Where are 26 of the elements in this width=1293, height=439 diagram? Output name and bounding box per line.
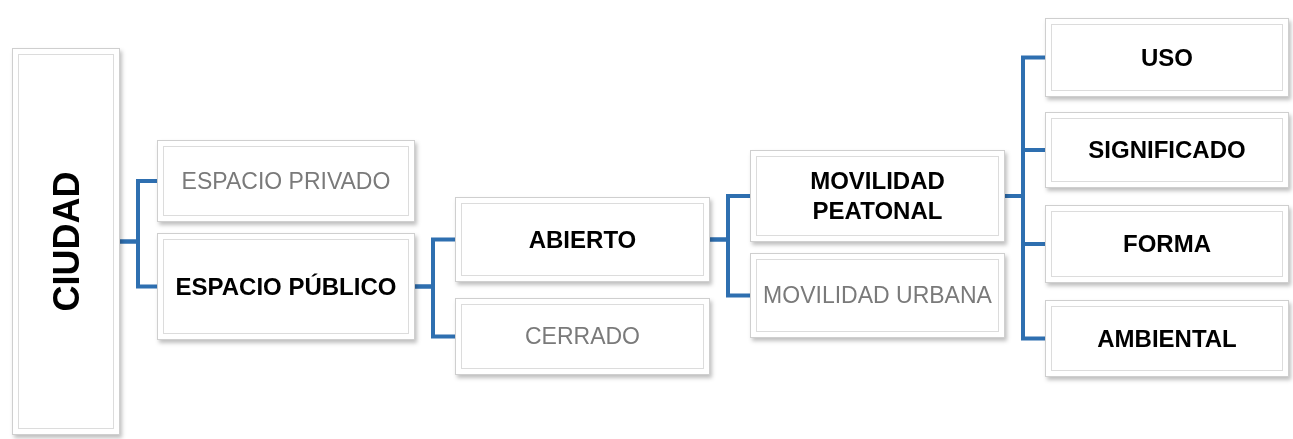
text-box	[750, 150, 1005, 242]
box-label: SIGNIFICADO	[1087, 135, 1247, 165]
box-label: ABIERTO	[527, 224, 638, 255]
connector-line	[120, 239, 157, 289]
text-box	[157, 233, 415, 340]
box-label: ESPACIO PRIVADO	[180, 166, 392, 196]
box-label: ESPACIO PÚBLICO	[174, 271, 398, 302]
connector-line	[415, 284, 455, 339]
text-box	[750, 253, 1005, 338]
box-label: USO	[1140, 42, 1194, 73]
box-label: AMBIENTAL	[1096, 323, 1238, 354]
text-box	[12, 48, 120, 435]
text-box	[1045, 18, 1289, 97]
box-label: CIUDAD	[44, 170, 88, 314]
box-label: CERRADO	[524, 322, 641, 351]
connector-line	[1005, 194, 1045, 341]
box-label: MOVILIDAD URBANA	[762, 281, 993, 310]
text-box	[157, 140, 415, 222]
box-label: FORMA	[1122, 229, 1212, 259]
connector-line	[710, 237, 750, 298]
text-box	[455, 298, 710, 375]
text-box	[1045, 300, 1289, 377]
text-box	[1045, 112, 1289, 188]
box-label: MOVILIDAD PEATONAL	[809, 166, 946, 226]
text-box	[455, 197, 710, 282]
text-box	[1045, 205, 1289, 283]
